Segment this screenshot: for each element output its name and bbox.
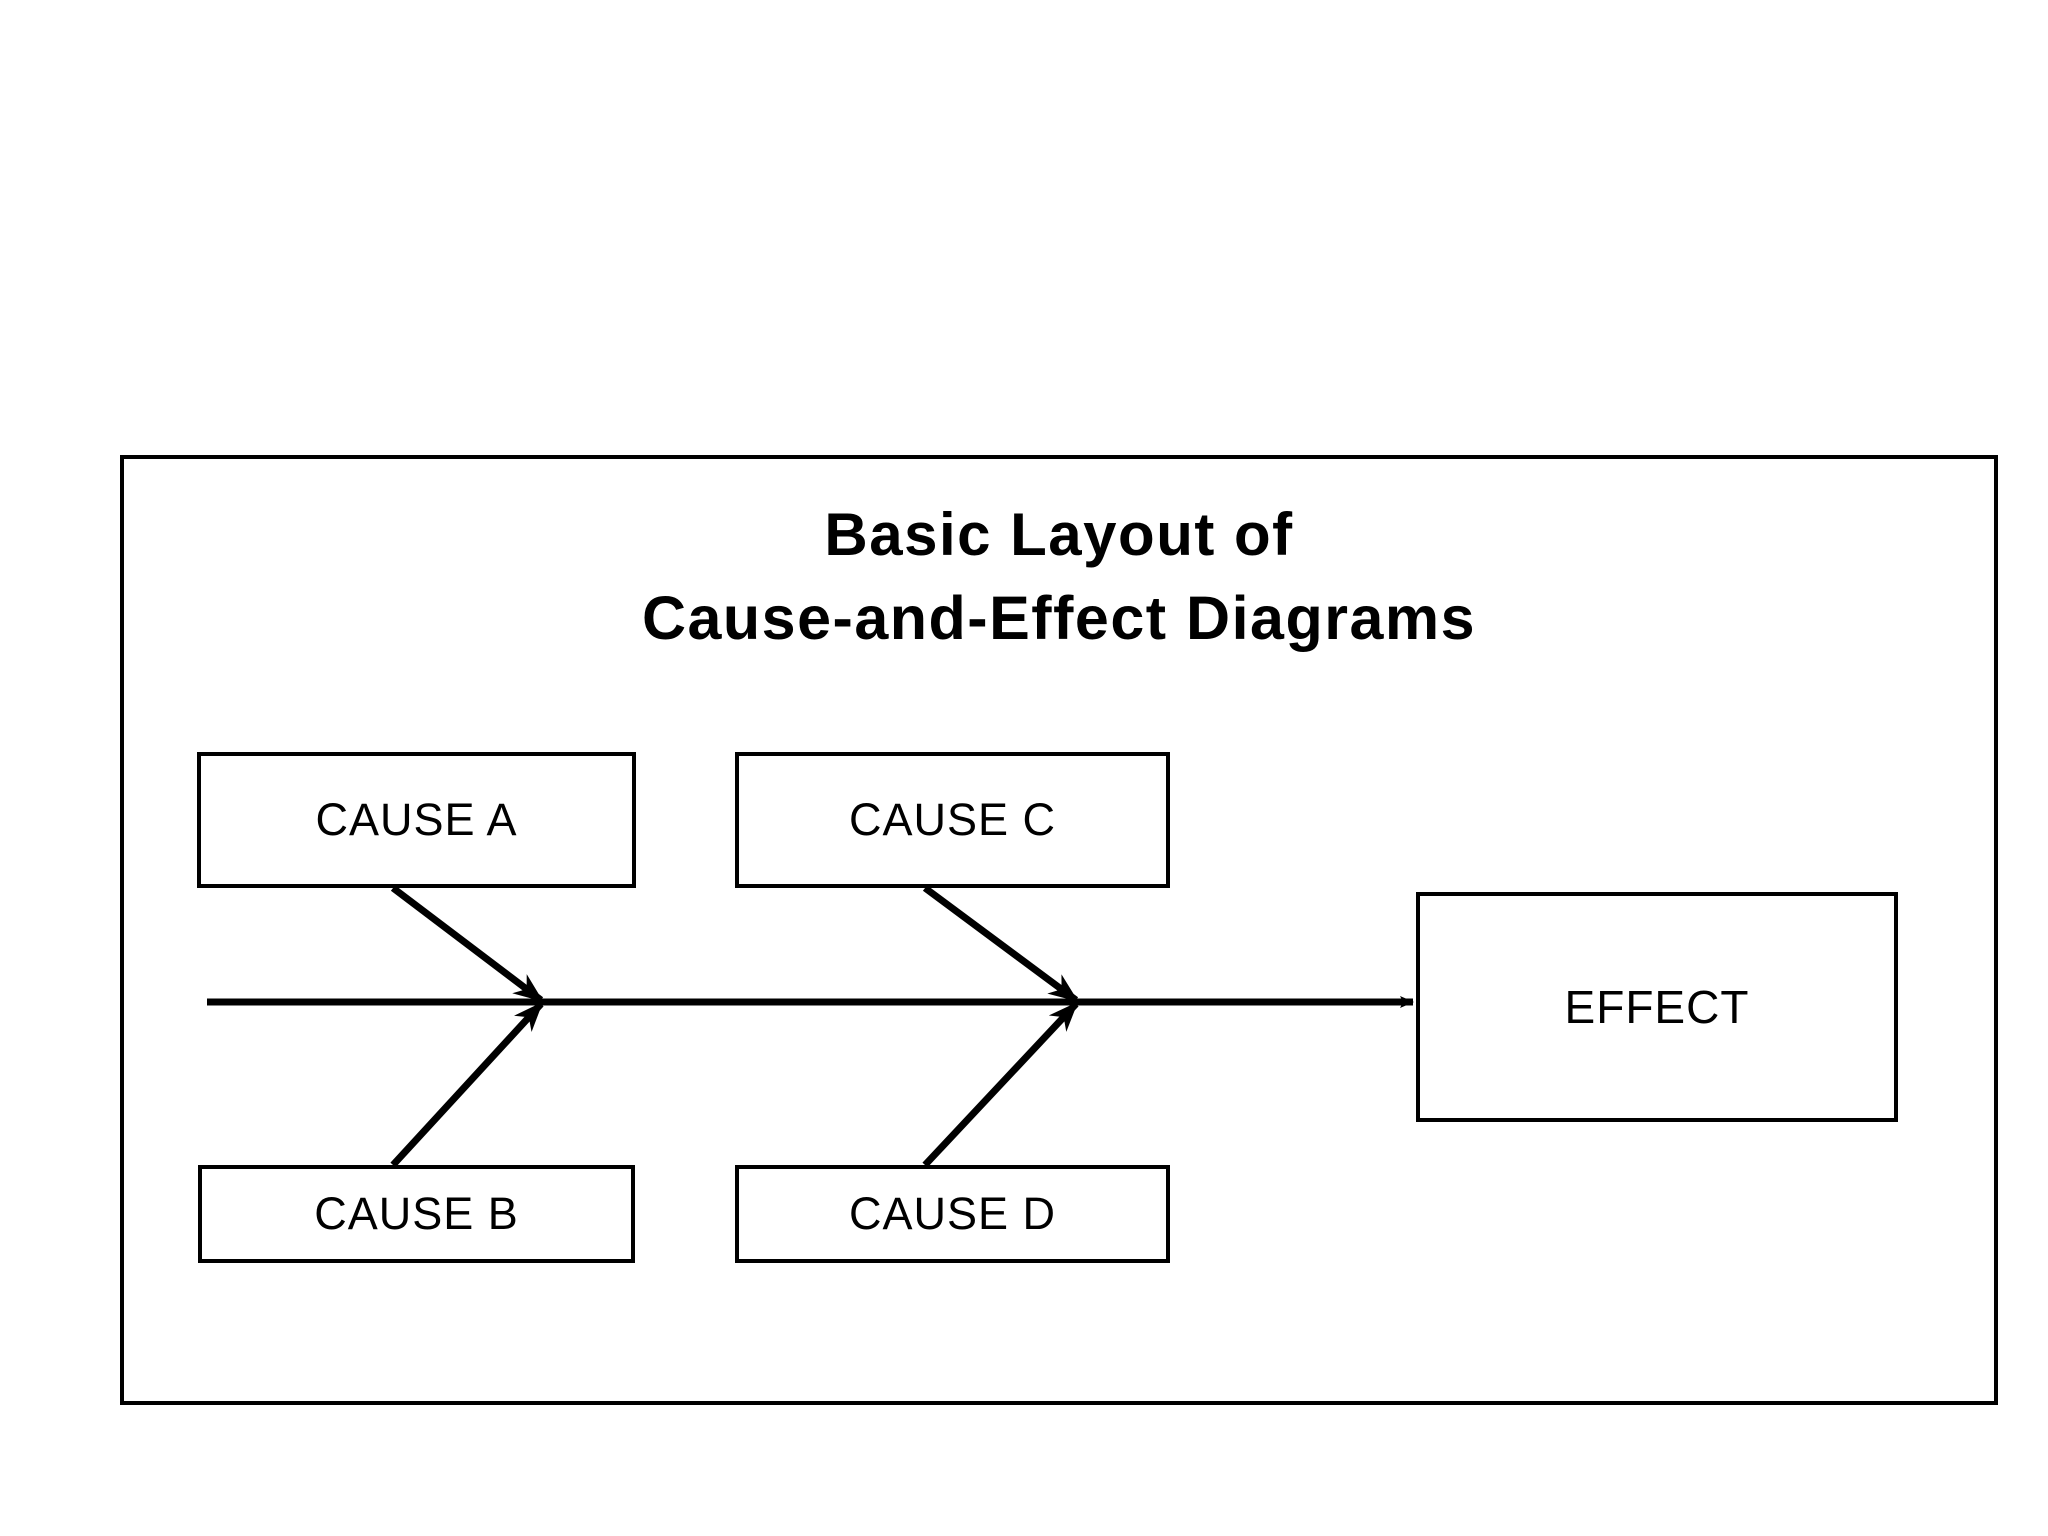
node-cause-c[interactable]: CAUSE C xyxy=(735,752,1170,888)
node-cause-b[interactable]: CAUSE B xyxy=(198,1165,635,1263)
node-cause-d[interactable]: CAUSE D xyxy=(735,1165,1170,1263)
node-cause-d-label: CAUSE D xyxy=(848,1188,1057,1239)
figure-title-line-2: Cause-and-Effect Diagrams xyxy=(641,584,1477,652)
node-cause-b-label: CAUSE B xyxy=(314,1188,519,1239)
node-effect-label: EFFECT xyxy=(1564,981,1750,1033)
figure-title-line-1: Basic Layout of xyxy=(824,501,1294,568)
node-cause-a[interactable]: CAUSE A xyxy=(197,752,636,888)
node-cause-a-label: CAUSE A xyxy=(315,794,518,845)
node-cause-c-label: CAUSE C xyxy=(848,794,1057,845)
node-effect[interactable]: EFFECT xyxy=(1416,892,1898,1122)
